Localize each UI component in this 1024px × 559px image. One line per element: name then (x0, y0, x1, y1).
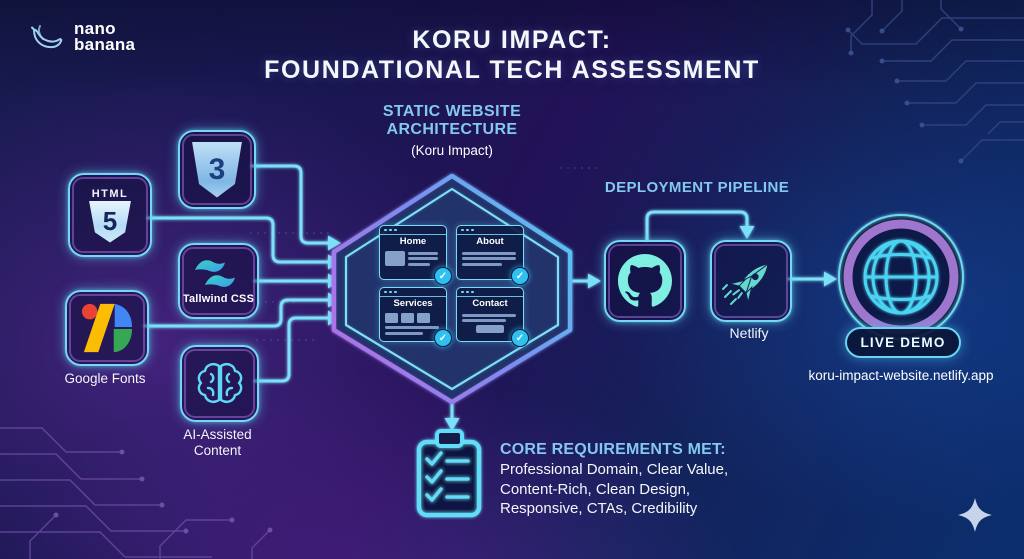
ai-label-line2: Content (193, 443, 242, 459)
circuit-pattern-top-right (845, 0, 1024, 164)
window-dot (466, 228, 469, 232)
connector-css3 (250, 164, 330, 245)
html5-number: 5 (102, 206, 118, 236)
requirements-line1: Professional Domain, Clear Value, (500, 461, 729, 478)
rocket-icon (722, 263, 769, 305)
requirements-heading: CORE REQUIREMENTS MET: (500, 441, 726, 458)
requirements-text: Professional Domain, Clear Value, Conten… (500, 460, 760, 519)
connector-pipeline-arc (645, 210, 749, 242)
connector-html5 (146, 216, 330, 264)
page-thumbnail (380, 309, 446, 335)
live-demo-url[interactable]: koru-impact-website.netlify.app (808, 368, 994, 383)
window-dot (466, 290, 469, 294)
window-dot (471, 228, 474, 232)
github-icon (618, 254, 672, 307)
google-fonts-label: Google Fonts (64, 371, 146, 386)
architecture-subheading: (Koru Impact) (411, 142, 493, 158)
tailwind-icon (194, 260, 235, 287)
check-badge: ✓ (434, 267, 452, 285)
node-github (604, 240, 686, 322)
tile-placeholder (401, 313, 414, 323)
page-card-title: Home (399, 236, 427, 247)
architecture-heading: STATIC WEBSITE ARCHITECTURE (Koru Impact… (332, 103, 572, 158)
live-demo-label: LIVE DEMO (860, 335, 946, 350)
brand-line2: banana (74, 35, 136, 54)
node-netlify (710, 240, 792, 322)
page-title-line2: FOUNDATIONAL TECH ASSESSMENT (264, 55, 760, 84)
page-card-title: Contact (472, 298, 508, 309)
globe-icon (838, 214, 964, 340)
css3-icon: 3 (192, 141, 242, 198)
page-card-title: Services (393, 298, 433, 309)
connector-ai (253, 316, 330, 383)
check-icon: ✓ (438, 270, 448, 282)
card-titlebar (380, 288, 446, 297)
ai-label: AI-Assisted Content (155, 427, 280, 460)
card-titlebar (457, 288, 523, 297)
page-thumbnail (457, 247, 523, 266)
tile-placeholder (385, 313, 398, 323)
window-dot (389, 290, 392, 294)
window-dot (461, 228, 464, 232)
ai-label-line1: AI-Assisted (183, 427, 252, 442)
check-badge: ✓ (434, 329, 452, 347)
page-card-contact: Contact ✓ (456, 287, 529, 347)
window-dot (394, 290, 397, 294)
page-title-line1: KORU IMPACT: (412, 26, 612, 54)
page-card-about: About ✓ (456, 225, 529, 285)
google-fonts-icon (81, 303, 133, 353)
banana-icon (31, 25, 63, 49)
page-card-title: About (476, 236, 504, 247)
brand-name: nano banana (74, 18, 136, 54)
card-titlebar (380, 226, 446, 235)
html5-label: HTML (91, 187, 129, 200)
node-tailwind: Tallwind CSS (178, 243, 259, 319)
check-icon: ✓ (515, 332, 525, 344)
sparkle-icon (958, 498, 992, 532)
page-card-services: Services ✓ (379, 287, 452, 347)
window-dot (471, 290, 474, 294)
check-badge: ✓ (511, 329, 529, 347)
image-placeholder (385, 251, 405, 266)
netlify-label: Netlify (729, 325, 769, 341)
requirements-line2: Content-Rich, Clean Design, (500, 480, 691, 498)
page-thumbnail (380, 247, 446, 268)
check-badge: ✓ (511, 267, 529, 285)
requirements-line3: Responsive, CTAs, Credibility (500, 500, 698, 517)
node-ai (180, 345, 259, 422)
architecture-heading-line1: STATIC WEBSITE (382, 103, 522, 120)
brand-logo: nano banana (28, 20, 135, 54)
css3-number: 3 (208, 152, 226, 186)
pipeline-heading: DEPLOYMENT PIPELINE (604, 179, 790, 196)
page-card-home: Home ✓ (379, 225, 452, 285)
window-dot (384, 228, 387, 232)
window-dot (389, 228, 392, 232)
circuit-pattern-bottom-left (0, 427, 273, 559)
page-thumbnail (457, 309, 523, 333)
check-icon: ✓ (515, 270, 525, 282)
connector-googlefonts (143, 298, 330, 328)
clipboard-icon (416, 429, 482, 518)
architecture-heading-line2: ARCHITECTURE (386, 121, 518, 139)
window-dot (384, 290, 387, 294)
live-demo-badge[interactable]: LIVE DEMO (845, 327, 961, 358)
node-css3: 3 (178, 130, 256, 209)
card-titlebar (457, 226, 523, 235)
connector-arrows (143, 164, 837, 431)
circuit-pattern-middle (244, 167, 600, 341)
brand-line1: nano (74, 18, 116, 38)
window-dot (394, 228, 397, 232)
check-icon: ✓ (438, 332, 448, 344)
window-dot (461, 290, 464, 294)
node-html5: HTML 5 (68, 173, 152, 257)
requirements-block: CORE REQUIREMENTS MET: Professional Doma… (500, 441, 760, 519)
tailwind-label: Tallwind CSS (182, 293, 255, 305)
page-title: KORU IMPACT: FOUNDATIONAL TECH ASSESSMEN… (0, 26, 1024, 85)
html5-icon: HTML 5 (89, 188, 131, 243)
button-placeholder (476, 324, 504, 333)
node-googlefonts (65, 290, 149, 366)
tile-placeholder (417, 313, 430, 323)
brain-icon (197, 362, 242, 403)
